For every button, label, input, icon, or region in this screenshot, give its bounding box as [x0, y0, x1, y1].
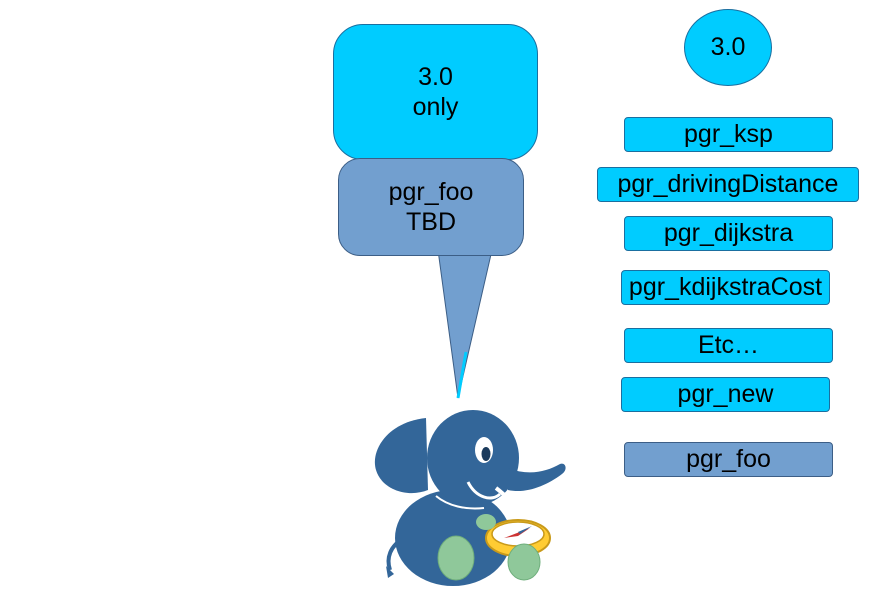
function-label: pgr_drivingDistance [617, 170, 839, 198]
function-item-dijkstra: pgr_dijkstra [624, 216, 833, 251]
function-item-foo: pgr_foo [624, 442, 833, 477]
callout-bottom-bubble: pgr_foo TBD [338, 158, 524, 256]
function-item-etc: Etc… [624, 328, 833, 363]
function-label: pgr_kdijkstraCost [628, 273, 823, 301]
callout-bottom-line1: pgr_foo [388, 178, 474, 206]
function-label: pgr_ksp [684, 120, 773, 148]
function-item-ksp: pgr_ksp [624, 117, 833, 152]
elephant-with-compass-icon [374, 410, 566, 586]
function-item-kdijkstracost: pgr_kdijkstraCost [621, 270, 830, 305]
function-item-new: pgr_new [621, 377, 830, 412]
function-label: pgr_new [677, 380, 774, 408]
version-circle: 3.0 [684, 9, 772, 86]
function-label: pgr_dijkstra [663, 219, 794, 247]
callout-top-line2: only [412, 93, 459, 121]
callout-top-bubble: 3.0 only [333, 24, 538, 160]
callout-top-line1: 3.0 [418, 63, 453, 91]
function-label: Etc… [697, 331, 760, 359]
function-item-drivingdistance: pgr_drivingDistance [597, 167, 859, 202]
function-label: pgr_foo [686, 445, 771, 473]
version-label: 3.0 [710, 33, 746, 61]
callout-bottom-line2: TBD [406, 208, 456, 236]
